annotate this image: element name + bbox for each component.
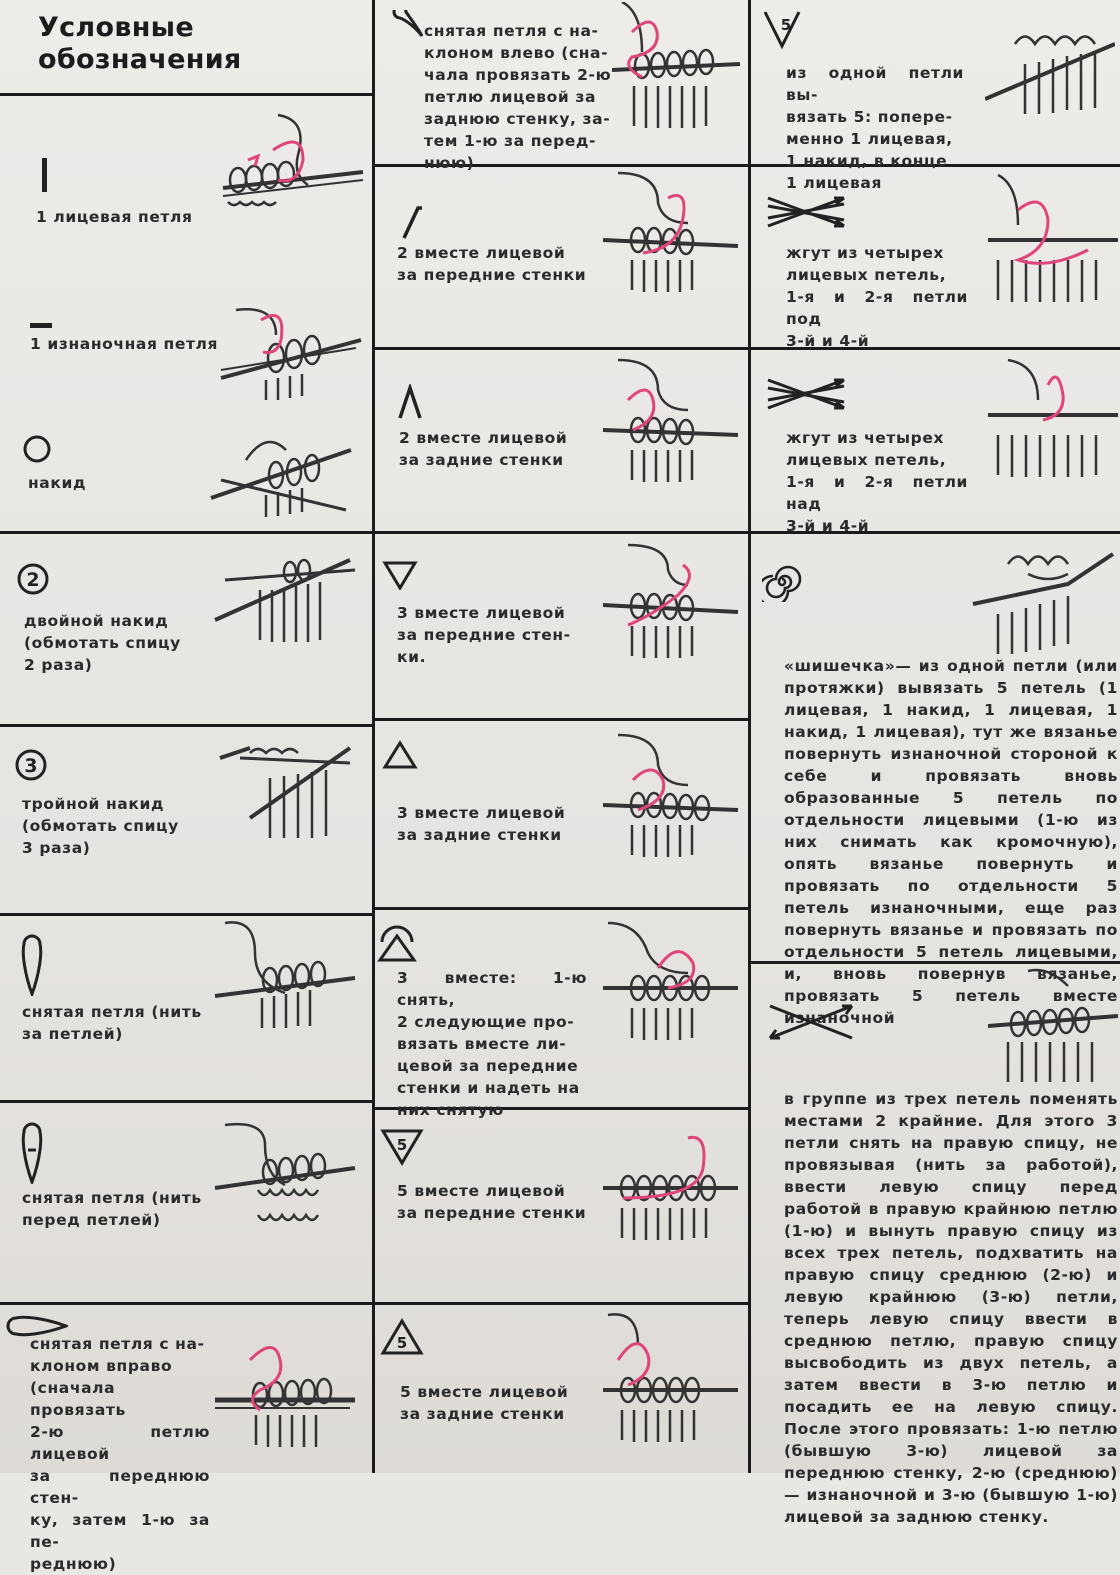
entry-text: снятая петля (нить за петлей) bbox=[22, 1001, 207, 1045]
triangle-up-icon bbox=[382, 740, 418, 774]
entry-text: двойной накид (обмотать спицу 2 раза) bbox=[24, 610, 209, 676]
teardrop-left-icon bbox=[392, 10, 426, 44]
sk2p-illustration bbox=[598, 918, 743, 1068]
yarn-over-illustration bbox=[206, 420, 356, 530]
entry-text: 3 вместе: 1-ю снять, 2 следующие про- вя… bbox=[397, 967, 587, 1121]
row-divider bbox=[0, 724, 373, 727]
svg-text:5: 5 bbox=[781, 16, 791, 34]
column-divider-2 bbox=[748, 0, 751, 1473]
entry-text: накид bbox=[28, 472, 148, 494]
knit-stitch-illustration bbox=[218, 110, 368, 220]
triangle-arc-icon bbox=[376, 920, 418, 968]
entry-text: из одной петли вы- вязать 5: попере- мен… bbox=[786, 62, 964, 194]
circle-icon bbox=[22, 434, 52, 468]
spiral-icon bbox=[762, 562, 802, 606]
slash-left-icon bbox=[400, 204, 426, 244]
triangle-down-5-icon: 5 bbox=[380, 1128, 424, 1170]
row-divider bbox=[0, 913, 373, 916]
row-divider bbox=[0, 93, 373, 96]
page: Условные обозначения 1 лицевая петля 1 и… bbox=[0, 0, 1120, 1473]
triangle-down-icon bbox=[382, 560, 418, 594]
cross-3-stitches-illustration bbox=[988, 966, 1118, 1086]
slipped-stitch-front-illustration bbox=[210, 1120, 360, 1250]
entry-text: жгут из четырех лицевых петель, 1-я и 2-… bbox=[786, 242, 968, 352]
entry-text: 3 вместе лицевой за передние стен- ки. bbox=[397, 602, 585, 668]
teardrop-down-icon bbox=[20, 932, 44, 1000]
row-divider bbox=[0, 1302, 373, 1305]
entry-text: снятая петля (нить перед петлей) bbox=[22, 1187, 207, 1231]
entry-text: 2 вместе лицевой за передние стенки bbox=[397, 242, 587, 286]
svg-text:5: 5 bbox=[397, 1334, 407, 1352]
circled-2-icon: 2 bbox=[16, 562, 50, 600]
entry-text: 3 вместе лицевой за задние стенки bbox=[397, 802, 587, 846]
right-slant-slipped-illustration bbox=[210, 1320, 360, 1460]
row-divider bbox=[373, 347, 749, 350]
v-5-icon: 5 bbox=[762, 8, 802, 54]
row-divider bbox=[373, 531, 749, 534]
entry-text: 5 вместе лицевой за передние стенки bbox=[397, 1180, 587, 1224]
entry-text: 1 лицевая петля bbox=[36, 206, 216, 228]
entry-text: жгут из четырех лицевых петель, 1-я и 2-… bbox=[786, 427, 968, 537]
entry-text: в группе из трех петель поменять местами… bbox=[784, 1088, 1118, 1528]
left-slant-slipped-illustration bbox=[612, 2, 742, 152]
entry-text: 2 вместе лицевой за задние стенки bbox=[399, 427, 587, 471]
entry-text: снятая петля с на- клоном влево (сна- ча… bbox=[424, 20, 612, 174]
purl-stitch-illustration bbox=[216, 300, 366, 410]
k5tog-front-illustration bbox=[598, 1118, 743, 1268]
entry-text: тройной накид (обмотать спицу 3 раза) bbox=[22, 793, 207, 859]
circled-3-icon: 3 bbox=[14, 748, 48, 786]
entry-text: снятая петля с на- клоном вправо (сначал… bbox=[30, 1333, 210, 1575]
cable-over-icon bbox=[764, 372, 848, 420]
triple-yarn-over-illustration bbox=[210, 738, 360, 858]
entry-text: 5 вместе лицевой за задние стенки bbox=[400, 1381, 586, 1425]
increase-5-illustration bbox=[985, 4, 1115, 154]
column-divider-1 bbox=[372, 0, 375, 1473]
k5tog-back-illustration bbox=[598, 1310, 743, 1460]
k2tog-front-illustration bbox=[598, 168, 743, 308]
row-divider bbox=[0, 1100, 373, 1103]
cross-arrows-icon bbox=[766, 1000, 858, 1048]
row-divider bbox=[373, 907, 749, 910]
cable-under-icon bbox=[764, 190, 848, 238]
svg-text:5: 5 bbox=[397, 1136, 407, 1154]
bobble-illustration bbox=[968, 544, 1118, 664]
row-divider bbox=[373, 1302, 749, 1305]
entry-text: 1 изнаночная петля bbox=[30, 333, 220, 355]
double-yarn-over-illustration bbox=[210, 550, 360, 660]
k3tog-back-illustration bbox=[598, 730, 743, 880]
teardrop-up-icon bbox=[20, 1120, 44, 1188]
cable-front-illustration bbox=[988, 355, 1118, 505]
row-divider bbox=[0, 531, 373, 534]
k3tog-front-illustration bbox=[598, 540, 743, 680]
horizontal-bar-icon bbox=[30, 314, 52, 333]
cable-back-illustration bbox=[988, 170, 1118, 330]
svg-text:2: 2 bbox=[26, 569, 39, 591]
slipped-stitch-back-illustration bbox=[210, 918, 360, 1038]
row-divider bbox=[373, 718, 749, 721]
svg-text:3: 3 bbox=[24, 755, 37, 777]
triangle-up-5-icon: 5 bbox=[380, 1318, 424, 1360]
vertical-bar-icon bbox=[40, 158, 50, 196]
page-title: Условные обозначения bbox=[38, 12, 242, 76]
caret-up-icon bbox=[396, 384, 424, 424]
k2tog-back-illustration bbox=[598, 355, 743, 495]
